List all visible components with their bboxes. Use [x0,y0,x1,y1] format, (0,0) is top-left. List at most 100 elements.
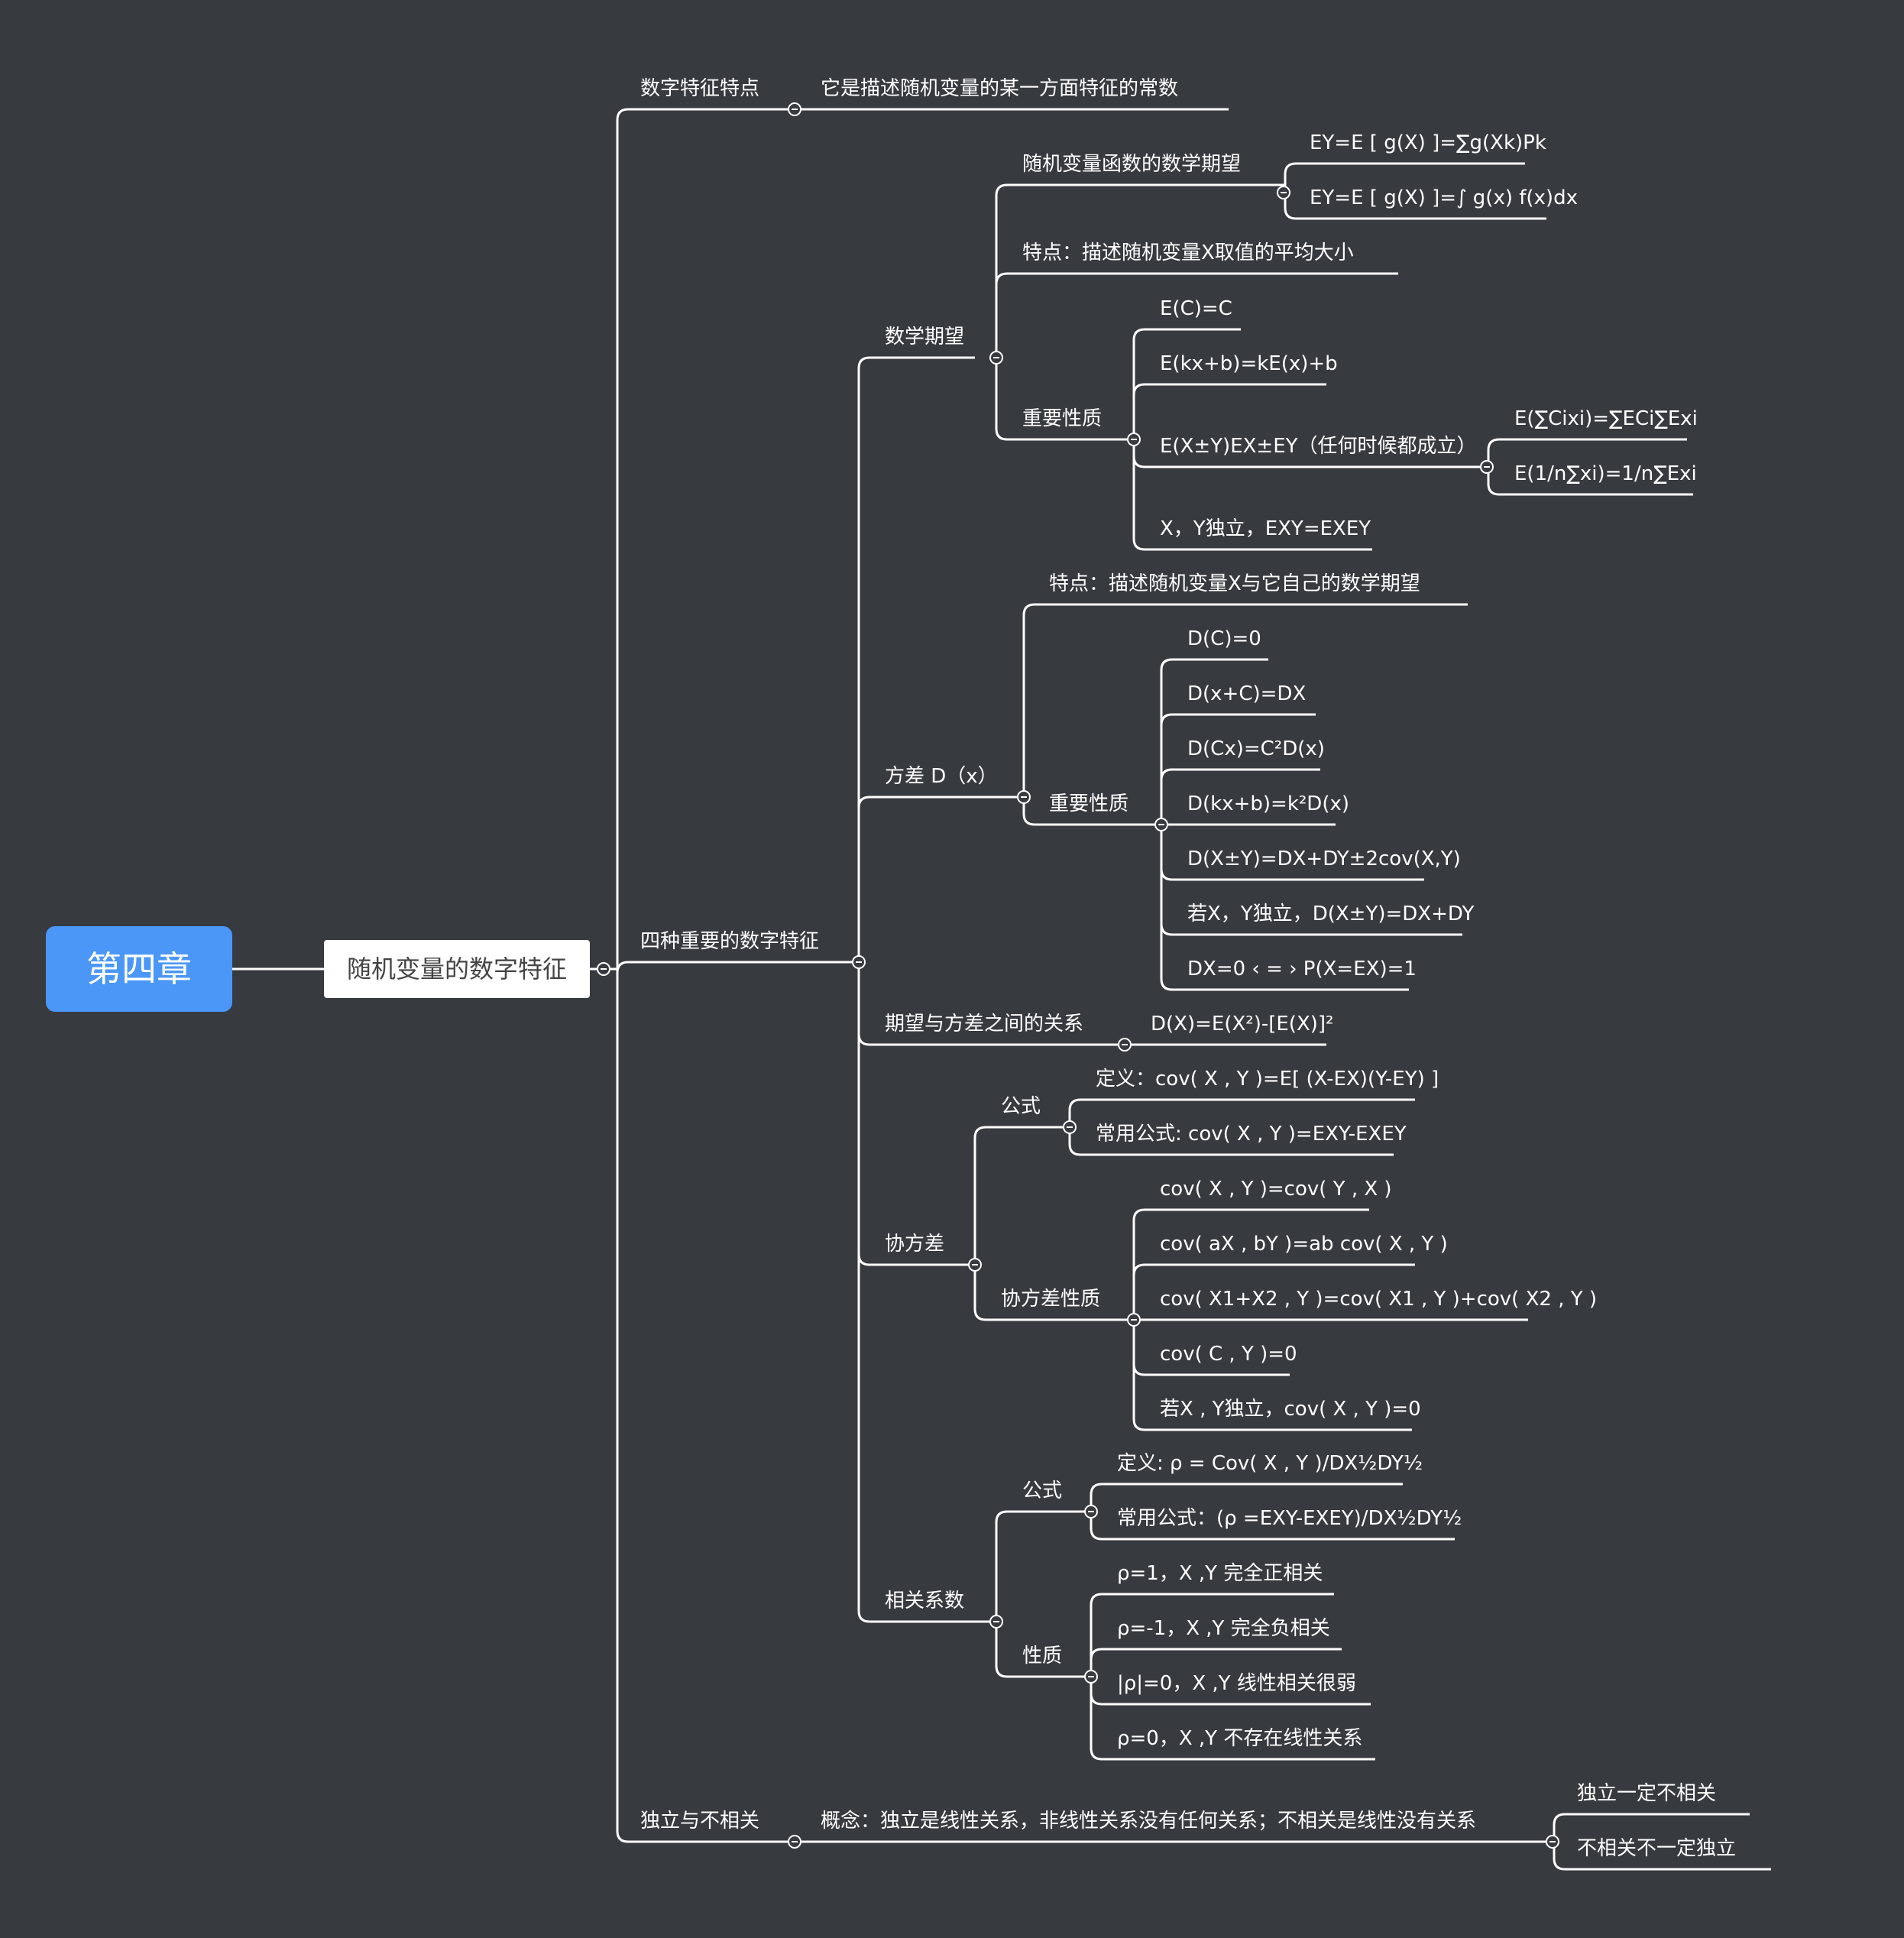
d2-fork [1160,768,1186,825]
node-p1b[interactable]: 常用公式：(ρ =EXY-EXEY)/DX½DY½ [1117,1507,1462,1530]
collapse-icon-c2[interactable] [1127,1313,1141,1327]
node-d2a[interactable]: D(C)=0 [1187,627,1261,650]
node-p2a[interactable]: ρ=1，X ,Y 完全正相关 [1117,1562,1323,1585]
e1-fork [1284,193,1308,220]
node-c1a[interactable]: 定义：cov( X , Y )=E[ (X-EX)(Y-EY) ] [1096,1068,1439,1091]
node-e1a[interactable]: EY=E [ g(X) ]=∑g(Xk)Pk [1310,131,1546,154]
node-p1[interactable]: 公式 [1022,1479,1063,1502]
node-d2[interactable]: 重要性质 [1049,792,1129,815]
node-c2d[interactable]: cov( C , Y )=0 [1160,1343,1297,1366]
c2-fork [1132,1320,1158,1376]
collapse-icon-e3c[interactable] [1480,460,1494,474]
a2-fork [857,962,883,1046]
e3-fork [1132,328,1158,439]
e-fork [995,358,1021,441]
a2-fork [857,356,883,962]
collapse-icon-e1[interactable] [1277,186,1290,199]
collapse-icon-a3c[interactable] [1546,1835,1559,1849]
node-d2f[interactable]: 若X，Y独立，D(X±Y)=DX+DY [1187,903,1475,925]
a3c-fork [1553,1813,1575,1842]
node-c1[interactable]: 公式 [1001,1095,1041,1118]
p2-fork [1090,1593,1116,1677]
node-a3[interactable]: 独立与不相关 [640,1810,760,1833]
collapse-icon-p1[interactable] [1084,1505,1098,1518]
c2-fork [1132,1263,1158,1320]
collapse-icon-a1[interactable] [788,102,801,116]
node-d2e[interactable]: D(X±Y)=DX+DY±2cov(X,Y) [1187,847,1461,870]
node-c2e[interactable]: 若X , Y独立，cov( X , Y )=0 [1160,1398,1421,1421]
node-p2d[interactable]: ρ=0，X ,Y 不存在线性关系 [1117,1727,1363,1750]
node-e1b[interactable]: EY=E [ g(X) ]=∫ g(x) f(x)dx [1310,186,1578,209]
collapse-icon-c[interactable] [968,1258,982,1272]
p1-fork [1090,1512,1116,1541]
c1-fork [1068,1098,1094,1127]
node-e3c[interactable]: E(X±Y)EX±EY（任何时候都成立） [1160,435,1477,458]
node-p2c[interactable]: |ρ|=0，X ,Y 线性相关很弱 [1117,1672,1356,1695]
node-d1[interactable]: 特点：描述随机变量X与它自己的数学期望 [1049,572,1420,595]
node-e3d[interactable]: X，Y独立，EXY=EXEY [1160,517,1371,540]
c-fork [973,1265,999,1321]
root-node-chapter[interactable]: 第四章 [46,926,232,1012]
e1-fork [1284,162,1308,193]
collapse-icon-e[interactable] [989,351,1003,365]
node-c2[interactable]: 协方差性质 [1001,1288,1101,1311]
node-e3[interactable]: 重要性质 [1022,407,1103,430]
d2-fork [1160,825,1186,881]
node-a1c[interactable]: 它是描述随机变量的某一方面特征的常数 [821,77,1179,100]
p-fork [995,1622,1021,1678]
c-fork [973,1126,999,1265]
l1 [616,108,639,969]
collapse-icon-p2[interactable] [1084,1670,1098,1684]
d-fork [1022,797,1048,826]
collapse-icon-r[interactable] [1118,1038,1132,1052]
node-c2a[interactable]: cov( X , Y )=cov( Y , X ) [1160,1178,1392,1201]
collapse-icon-main[interactable] [597,962,610,976]
node-c2c[interactable]: cov( X1+X2 , Y )=cov( X1 , Y )+cov( X2 ,… [1160,1288,1598,1311]
collapse-icon-d2[interactable] [1154,818,1168,831]
a2-fork [857,796,883,962]
node-p[interactable]: 相关系数 [885,1590,965,1612]
node-d2g[interactable]: DX=0 ‹ = › P(X=EX)=1 [1187,958,1417,980]
c1-fork [1068,1127,1094,1156]
node-r1[interactable]: D(X)=E(X²)-[E(X)]² [1151,1013,1334,1035]
node-a1[interactable]: 数字特征特点 [640,77,760,100]
d2-fork [1160,658,1186,825]
node-d[interactable]: 方差 D（x） [885,765,998,788]
node-c1b[interactable]: 常用公式: cov( X , Y )=EXY-EXEY [1096,1123,1407,1146]
p2-fork [1090,1677,1116,1761]
a3c-fork [1553,1842,1575,1871]
node-p2[interactable]: 性质 [1022,1645,1063,1667]
e-fork [995,272,1021,358]
collapse-icon-e3[interactable] [1127,433,1141,446]
main-topic-node[interactable]: 随机变量的数字特征 [324,940,590,998]
e3-fork [1132,439,1158,551]
node-d2b[interactable]: D(x+C)=DX [1187,682,1307,705]
node-c[interactable]: 协方差 [885,1233,945,1256]
collapse-icon-p[interactable] [989,1615,1003,1629]
node-c2b[interactable]: cov( aX , bY )=ab cov( X , Y ) [1160,1233,1448,1256]
l1 [616,961,639,974]
p-fork [995,1510,1021,1622]
node-e2[interactable]: 特点：描述随机变量X取值的平均大小 [1022,241,1354,264]
node-d2c[interactable]: D(Cx)=C²D(x) [1187,737,1325,760]
node-a3c2[interactable]: 不相关不一定独立 [1577,1837,1737,1860]
a2-fork [857,962,883,1623]
node-a3c1[interactable]: 独立一定不相关 [1577,1782,1717,1805]
collapse-icon-d[interactable] [1017,790,1031,804]
node-a2[interactable]: 四种重要的数字特征 [640,930,820,953]
node-e[interactable]: 数学期望 [885,326,965,348]
node-p2b[interactable]: ρ=-1，X ,Y 完全负相关 [1117,1617,1330,1640]
node-p1a[interactable]: 定义: ρ = Cov( X , Y )/DX½DY½ [1117,1452,1423,1475]
node-e3c1[interactable]: E(∑Cixi)=∑ECi∑Exi [1514,407,1698,430]
node-d2d[interactable]: D(kx+b)=k²D(x) [1187,792,1349,815]
collapse-icon-c1[interactable] [1063,1120,1077,1134]
node-e3a[interactable]: E(C)=C [1160,297,1232,320]
node-a3c[interactable]: 概念：独立是线性关系，非线性关系没有任何关系；不相关是线性没有关系 [821,1810,1477,1833]
node-e3b[interactable]: E(kx+b)=kE(x)+b [1160,352,1338,375]
collapse-icon-a2[interactable] [852,955,866,969]
node-r[interactable]: 期望与方差之间的关系 [885,1013,1084,1035]
collapse-icon-a3[interactable] [788,1835,801,1849]
e-fork [995,183,1021,358]
node-e3c2[interactable]: E(1/n∑xi)=1/n∑Exi [1514,462,1697,485]
node-e1[interactable]: 随机变量函数的数学期望 [1022,153,1242,176]
